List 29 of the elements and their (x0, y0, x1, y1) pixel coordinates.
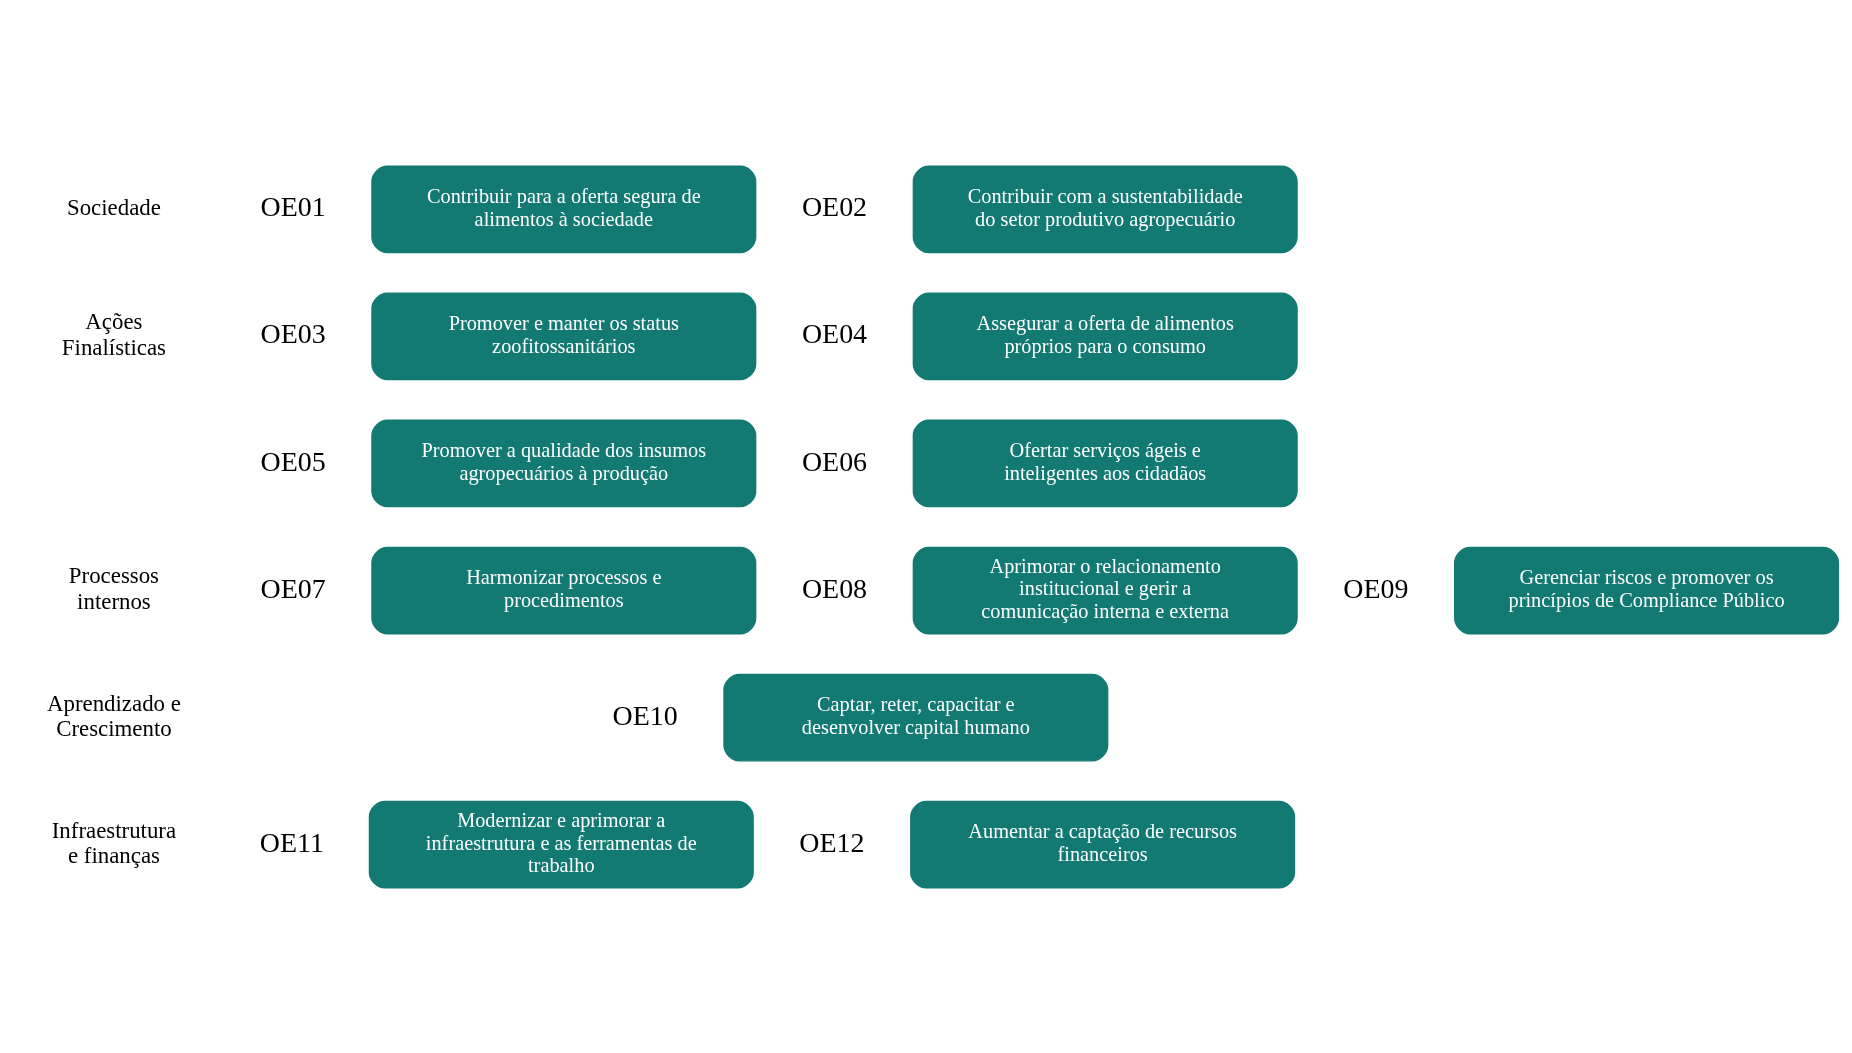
node-label: OE06 (801, 445, 868, 477)
node-label: OE10 (612, 699, 678, 731)
node-label: OE11 (259, 826, 324, 858)
node-box: Harmonizar processos e procedimentos (371, 546, 757, 634)
node-label: OE07 (260, 572, 326, 604)
node-box: Aprimorar o relacionamento institucional e gerir a comunicação interna e externa (912, 546, 1298, 634)
node-box: Gerenciar riscos e promover os princípios de Compliance Público (1454, 546, 1840, 634)
label: Sociedade (66, 194, 161, 220)
label: Aprendizado e Crescimento (46, 690, 181, 741)
node-box: Modernizar e aprimorar a infraestrutura e as ferramentas de trabalho (368, 800, 754, 889)
node-box: Contribuir para a oferta segura de alimentos à sociedade (371, 164, 757, 253)
node-box: Captar, reter, capacitar e desenvolver capital humano (723, 673, 1109, 761)
node-label: OE08 (801, 572, 868, 604)
node-label: OE09 (1343, 572, 1409, 604)
node-label: OE05 (260, 445, 326, 477)
node-box: Assegurar a oferta de alimentos próprios para o consumo (912, 292, 1298, 380)
node-box: Aumentar a captação de recursos financeiros (910, 800, 1296, 889)
node-box: Contribuir com a sustentabilidade do setor produtivo agropecuário (912, 164, 1298, 253)
node-label: OE12 (799, 826, 865, 858)
node-label: OE04 (801, 317, 868, 349)
node-box: Ofertar serviços ágeis e inteligentes aos cidadãos (912, 419, 1298, 507)
label: Infraestrutura e finanças (51, 817, 177, 868)
node-label: OE03 (260, 317, 326, 349)
node-box: Promover a qualidade dos insumos agropecuários à produção (371, 419, 757, 507)
node-box: Promover e manter os status zoofitossanitários (371, 292, 757, 380)
node-label: OE02 (801, 190, 868, 222)
label: Ações Finalísticas (61, 308, 167, 360)
label: Processos internos (68, 562, 160, 614)
node-label: OE01 (260, 190, 326, 222)
